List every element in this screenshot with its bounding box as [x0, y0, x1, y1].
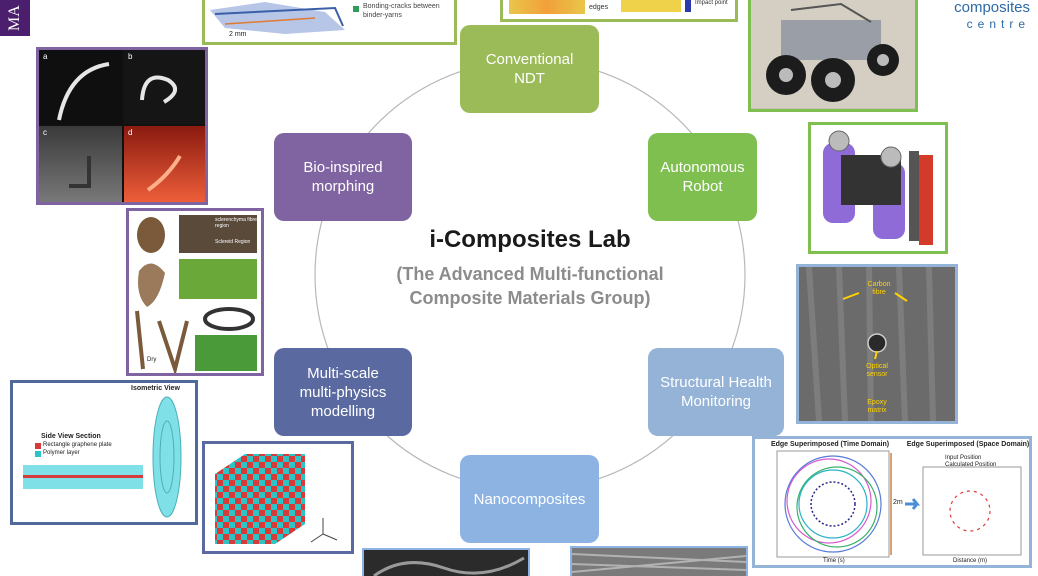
ndt-edges-text: edges [589, 4, 609, 11]
iso-view-disc [152, 396, 182, 518]
node-label: Bio-inspired morphing [303, 159, 383, 195]
lab-subtitle-line-1: (The Advanced Multi-functional [396, 264, 664, 284]
shm-carbon-label: Carbon fibre [867, 281, 891, 296]
panel-b-label: b [128, 52, 133, 61]
cube-graphic [215, 454, 338, 544]
shm-micrograph-graphic [799, 267, 955, 421]
shm-micrograph: Carbon fibre Optical sensor Epoxy matrix [796, 264, 958, 424]
iso-view-title: Isometric View [131, 385, 180, 392]
ndt-heatmap-2 [621, 0, 681, 12]
ndt-crack-image: Bonding-cracks between binder-yarns 2 mm [202, 0, 457, 45]
ndt-impact-image: edges Impact point [500, 0, 738, 22]
robot-cad-image [808, 122, 948, 254]
bio-pinecone-graphic [135, 215, 257, 373]
ndt-legend-text: Bonding-cracks between binder-yarns [363, 3, 440, 19]
node-label: Autonomous Robot [660, 159, 745, 195]
panel-d [124, 126, 205, 202]
ndt-heatmap [509, 0, 585, 14]
edge-plot-graphic [776, 450, 1022, 558]
ndt-impact-text: Impact point [695, 0, 728, 6]
panel-c-label: c [43, 128, 47, 137]
edge-space-title: Edge Superimposed (Space Domain) [906, 441, 1030, 448]
edge-time-title: Edge Superimposed (Time Domain) [770, 441, 890, 448]
nanocomposite-cube-image [202, 441, 354, 554]
node-label: Multi-scale multi-physics modelling [299, 364, 387, 420]
nano-sem-image-2 [570, 546, 748, 576]
nano-sem-graphic-2 [572, 553, 746, 573]
panel-d-label: d [128, 128, 133, 137]
edge-two-m-label: 2m [893, 499, 903, 506]
ndt-scale-text: 2 mm [229, 31, 247, 38]
edge-superimposed-plots: Edge Superimposed (Time Domain) Edge Sup… [752, 436, 1032, 568]
legend-graphene-text: Rectangle graphene plate [43, 442, 112, 448]
ndt-blue-marker [685, 0, 691, 12]
node-autonomous-robot: Autonomous Robot [648, 133, 757, 221]
panel-c [39, 126, 122, 202]
node-nanocomposites: Nanocomposites [460, 455, 599, 543]
logo-line-1: composites [954, 0, 1030, 16]
node-label: Structural Health Monitoring [660, 374, 772, 410]
panel-b-graphic [140, 75, 177, 104]
lab-title: i-Composites Lab [429, 226, 631, 253]
bio-sclereid-label: Sclereid Region [215, 239, 251, 245]
side-view-title: Side View Section [41, 433, 101, 440]
bio-dry-label: Dry [147, 357, 157, 363]
ndt-crack-graphic [210, 2, 359, 34]
lab-subtitle: (The Advanced Multi-functional Composite… [330, 262, 730, 310]
bio-pinecone-image: sclerenchyma fibre region Sclereid Regio… [126, 208, 264, 376]
legend-polymer-text: Polymer layer [43, 450, 80, 456]
robot-photo-graphic [751, 0, 915, 108]
panel-d-graphic [146, 154, 182, 192]
panel-b [124, 50, 205, 124]
panel-a [39, 50, 122, 124]
edge-input-legend: Input Position [945, 455, 982, 461]
panel-a-graphic [57, 62, 110, 121]
composites-centre-logo: composites centre [954, 0, 1030, 32]
node-conventional-ndt: Conventional NDT [460, 25, 599, 113]
edge-dist-axis: Distance (m) [953, 558, 988, 564]
panel-c-graphic [69, 156, 91, 188]
node-bio-inspired-morphing: Bio-inspired morphing [274, 133, 412, 221]
node-structural-health-monitoring: Structural Health Monitoring [648, 348, 784, 436]
bio-sclerenchyma-label: sclerenchyma fibre region [215, 217, 257, 229]
legend-graphene-swatch [35, 443, 41, 449]
robot-photo [748, 0, 918, 112]
node-multi-scale-modelling: Multi-scale multi-physics modelling [274, 348, 412, 436]
logo-line-2: centre [966, 17, 1030, 31]
nano-sem-image-1 [362, 548, 530, 576]
robot-cad-graphic [823, 130, 933, 245]
node-label: Nanocomposites [473, 490, 586, 508]
shm-optical-label: Optical sensor [866, 363, 888, 378]
nano-sem-graphic-1 [373, 556, 525, 576]
panel-a-label: a [43, 52, 48, 61]
university-logo: MA [0, 0, 30, 36]
bio-morphing-photo: a b c d [36, 47, 208, 205]
side-view-graphene-layer [23, 475, 143, 478]
edge-calc-legend: Calculated Position [945, 462, 997, 468]
graphene-plate-image: Isometric View Side View Section Rectang… [10, 380, 198, 525]
edge-time-axis: Time (s) [823, 558, 845, 564]
lab-subtitle-line-2: Composite Materials Group) [409, 288, 651, 308]
node-label: Conventional NDT [485, 51, 574, 87]
shm-epoxy-label: Epoxy matrix [867, 399, 887, 414]
legend-polymer-swatch [35, 451, 41, 457]
